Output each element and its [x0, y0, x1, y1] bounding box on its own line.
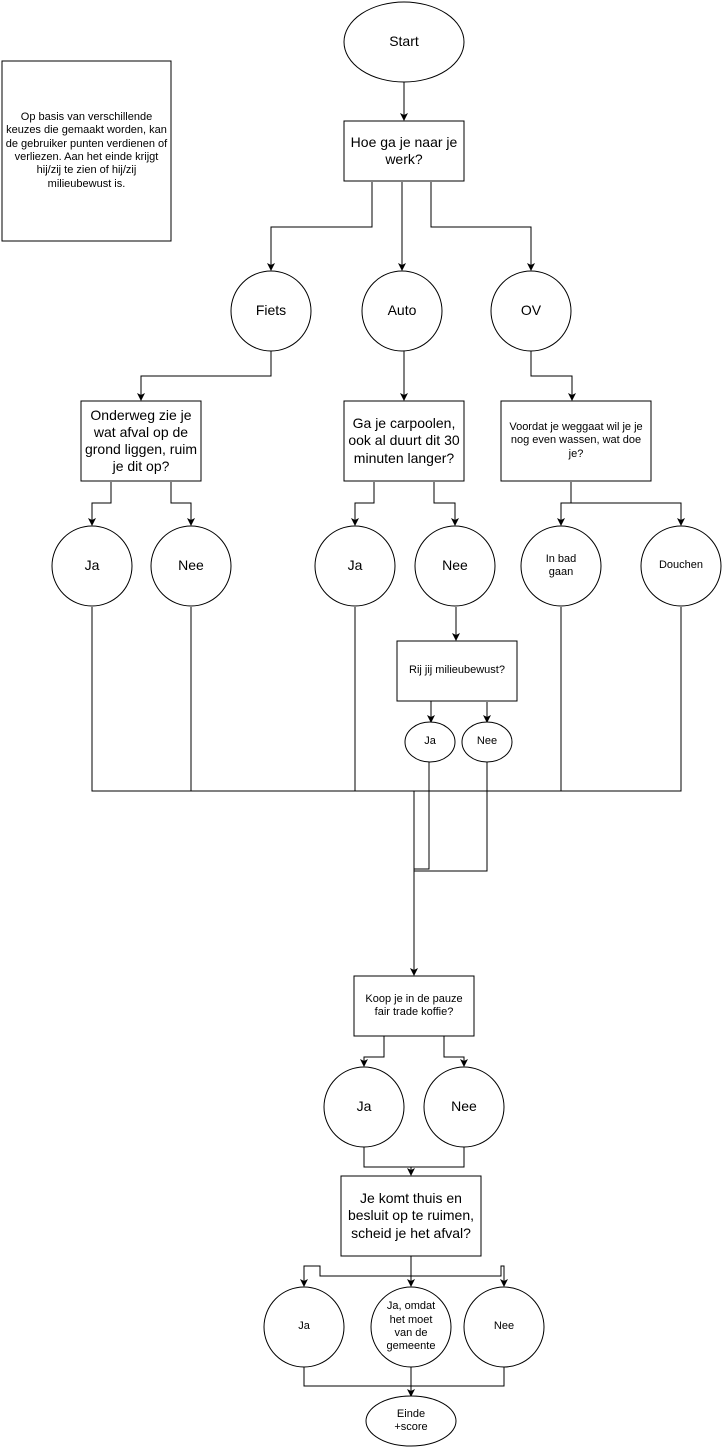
- fiets-label: Fiets: [255, 302, 287, 319]
- rijden-nee-label: Nee: [476, 735, 498, 748]
- rijden-question-label: Rij jij milieubewust?: [409, 664, 505, 677]
- edge-opruimen-to-ja: [300, 1256, 412, 1287]
- wassen-douchen-label: Douchen: [658, 559, 704, 572]
- auto-node: [361, 270, 443, 352]
- rijden-ja-node: [404, 721, 456, 763]
- opruimen-gemeente-node: [370, 1286, 452, 1368]
- connectors: [88, 82, 685, 1396]
- opruimen-nee-node: [463, 1286, 545, 1368]
- note-text: Op basis van verschillende keuzes die ge…: [5, 110, 168, 190]
- travel-question-label: Hoe ga je naar je werk?: [350, 133, 458, 167]
- opruimen-ja-node: [263, 1286, 345, 1368]
- edge-travel-to-fiets: [267, 182, 373, 271]
- travel-question-box: [343, 120, 465, 182]
- fiets-node: [230, 270, 312, 352]
- carpool-question-box: [343, 400, 465, 482]
- end-node: [365, 1395, 457, 1447]
- edge-carpool-to-ja: [351, 482, 375, 526]
- wassen-bad-label: In bad gaan: [545, 552, 577, 578]
- edge-carpool-to-nee: [433, 482, 459, 526]
- afval-nee-label: Nee: [178, 557, 204, 574]
- ov-node: [490, 270, 572, 352]
- edge-answers-to-end: [303, 1366, 505, 1396]
- rijden-question-box: [396, 640, 518, 702]
- edge-rijden-nee-to-koffie: [414, 762, 488, 872]
- edge-wassen-to-douchen: [570, 482, 685, 526]
- carpool-ja-label: Ja: [347, 557, 363, 574]
- opruimen-ja-label: Ja: [298, 1320, 310, 1333]
- koffie-ja-label: Ja: [356, 1098, 372, 1115]
- koffie-question-label: Koop je in de pauze fair trade koffie?: [365, 992, 463, 1018]
- opruimen-gemeente-label: Ja, omdat het moet van de gemeente: [386, 1300, 436, 1353]
- edge-fiets-to-afval: [137, 351, 272, 401]
- edge-afval-to-ja: [88, 482, 112, 526]
- edge-koffie-to-nee: [443, 1036, 468, 1067]
- edge-koffie-answers-to-opruimen: [363, 1147, 465, 1175]
- opruimen-nee-label: Nee: [493, 1320, 515, 1333]
- edge-travel-to-ov: [430, 182, 535, 271]
- edge-afval-to-nee: [170, 482, 195, 526]
- afval-nee-node: [150, 525, 232, 607]
- opruimen-question-label: Je komt thuis en besluit op te ruimen, s…: [347, 1190, 475, 1241]
- rijden-nee-node: [461, 721, 513, 763]
- koffie-nee-label: Nee: [451, 1098, 477, 1115]
- edge-wassen-to-bad: [557, 482, 572, 526]
- edge-rijden-ja-to-koffie: [414, 762, 430, 870]
- afval-question-label: Onderweg zie je wat afval op de grond li…: [84, 406, 198, 475]
- edge-ov-to-wassen: [530, 351, 576, 401]
- edge-koffie-to-ja: [360, 1036, 385, 1067]
- edge-opruimen-to-nee: [411, 1265, 508, 1287]
- afval-ja-node: [51, 525, 133, 607]
- carpool-nee-node: [414, 525, 496, 607]
- opruimen-question-box: [340, 1175, 482, 1257]
- wassen-douchen-node: [640, 525, 722, 607]
- carpool-nee-label: Nee: [442, 557, 468, 574]
- start-node: [343, 1, 465, 83]
- afval-question-box: [80, 400, 202, 482]
- koffie-question-box: [353, 975, 475, 1037]
- start-label: Start: [389, 33, 419, 50]
- end-label: Einde +score: [394, 1407, 428, 1433]
- edge-merge-bus: [91, 607, 682, 792]
- afval-ja-label: Ja: [84, 557, 100, 574]
- koffie-nee-node: [423, 1066, 505, 1148]
- rijden-ja-label: Ja: [424, 735, 436, 748]
- ov-label: OV: [520, 302, 542, 319]
- koffie-ja-node: [323, 1066, 405, 1148]
- wassen-question-label: Voordat je weggaat wil je je nog even wa…: [509, 420, 643, 460]
- auto-label: Auto: [387, 302, 417, 319]
- wassen-question-box: [500, 400, 652, 482]
- carpool-ja-node: [314, 525, 396, 607]
- carpool-question-label: Ga je carpoolen, ook al duurt dit 30 min…: [348, 415, 460, 466]
- note-box: [1, 60, 172, 242]
- wassen-bad-node: [520, 525, 602, 607]
